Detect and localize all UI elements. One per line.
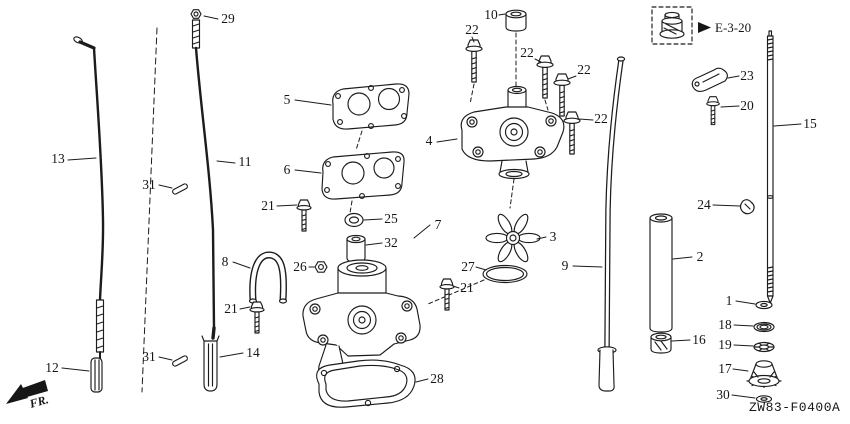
callout-26-label: 26 [293, 259, 307, 274]
part-6-gasket-plate [321, 151, 405, 200]
callout-19-label: 19 [718, 337, 732, 352]
alignment-dashed-lines [141, 27, 549, 393]
callout-3-label: 3 [550, 229, 557, 244]
callout-17-label: 17 [718, 361, 732, 376]
part-21-flange-bolt-b [249, 301, 265, 334]
part-10-bushing [505, 9, 527, 32]
callout-15-label: 15 [803, 116, 817, 131]
part-1-washer [755, 300, 773, 310]
reference-link-e-3-20: E-3-20 [698, 20, 751, 35]
part-32-collar [346, 234, 366, 263]
callout-11-label: 11 [239, 154, 252, 169]
callout-14-label: 14 [246, 345, 260, 360]
callout-22-label-b: 22 [520, 45, 534, 60]
callout-29-label: 29 [221, 11, 235, 26]
callout-21-label-a: 21 [261, 198, 275, 213]
drawing-code: ZW83-F0400A [749, 400, 840, 415]
callout-labels: 29 13 11 31 31 12 14 5 6 21 25 32 7 8 26… [45, 7, 817, 402]
callout-6-label: 6 [284, 162, 291, 177]
part-3-impeller [485, 211, 541, 265]
part-11-vertical-rod [191, 19, 216, 340]
callout-31-label-b: 31 [142, 349, 156, 364]
part-26-nut [314, 261, 328, 273]
callout-18-label: 18 [718, 317, 732, 332]
part-22-flange-bolt-a [465, 39, 483, 83]
callout-5-label: 5 [284, 92, 291, 107]
callout-20-label: 20 [740, 98, 754, 113]
leader-lines [61, 13, 802, 399]
part-22-flange-bolt-b [536, 55, 554, 99]
callout-21-label-c: 21 [460, 280, 474, 295]
part-15-vertical-shaft [766, 30, 774, 304]
callout-12-label: 12 [45, 360, 59, 375]
callout-9-label: 9 [562, 258, 569, 273]
part-2-tube [649, 213, 673, 333]
callout-23-label: 23 [740, 68, 754, 83]
callout-16-label: 16 [692, 332, 706, 347]
part-12-tube [90, 357, 103, 393]
part-7-pump-body [302, 259, 421, 392]
reference-label: E-3-20 [715, 20, 751, 35]
part-19-toothed-washer [753, 341, 775, 353]
part-8-curved-tube [248, 251, 288, 304]
part-28-base-gasket [316, 359, 416, 408]
reference-arrow-icon [698, 22, 711, 33]
part-16-bushing [650, 332, 672, 354]
part-30-washer [755, 395, 773, 403]
callout-22-label-c: 22 [577, 62, 591, 77]
callout-2-label: 2 [697, 249, 704, 264]
callout-13-label: 13 [51, 151, 65, 166]
callout-10-label: 10 [484, 7, 498, 22]
part-5-gasket-plate [332, 83, 410, 130]
part-31-pin-upper [172, 183, 188, 195]
part-29-nut [190, 9, 202, 19]
part-24-clip [739, 199, 755, 215]
part-4-pump-housing [460, 85, 565, 180]
part-23-fork-clip [691, 67, 728, 93]
callout-7-label: 7 [435, 217, 442, 232]
callout-31-label-a: 31 [142, 177, 156, 192]
front-direction-marker: FR. [6, 380, 50, 411]
part-17-pinion-gear [746, 360, 782, 389]
part-27-o-ring [482, 264, 528, 284]
part-25-seal-ring [344, 212, 364, 228]
callout-8-label: 8 [222, 254, 229, 269]
callout-32-label: 32 [384, 235, 398, 250]
callout-21-label-b: 21 [224, 301, 238, 316]
callout-30-label: 30 [716, 387, 730, 402]
callout-4-label: 4 [426, 133, 433, 148]
callout-25-label: 25 [384, 211, 398, 226]
part-18-washer [753, 321, 775, 333]
part-14-clip [201, 335, 220, 392]
callout-27-label: 27 [461, 259, 475, 274]
part-9-shift-rod [597, 56, 626, 392]
front-marker-label: FR. [27, 392, 50, 411]
part-31-pin-lower [172, 355, 188, 367]
callout-24-label: 24 [697, 197, 711, 212]
part-13-vertical-rod [73, 36, 105, 361]
callout-28-label: 28 [430, 371, 444, 386]
callout-22-label-a: 22 [465, 22, 479, 37]
callout-1-label: 1 [726, 293, 733, 308]
reference-grommet-e-3-20 [651, 6, 693, 45]
part-20-flange-bolt [706, 96, 720, 126]
part-22-flange-bolt-c [553, 73, 571, 117]
part-21-flange-bolt-c [439, 278, 455, 311]
callout-22-label-d: 22 [594, 111, 608, 126]
part-22-flange-bolt-d [563, 111, 581, 155]
part-21-flange-bolt-a [296, 199, 312, 232]
